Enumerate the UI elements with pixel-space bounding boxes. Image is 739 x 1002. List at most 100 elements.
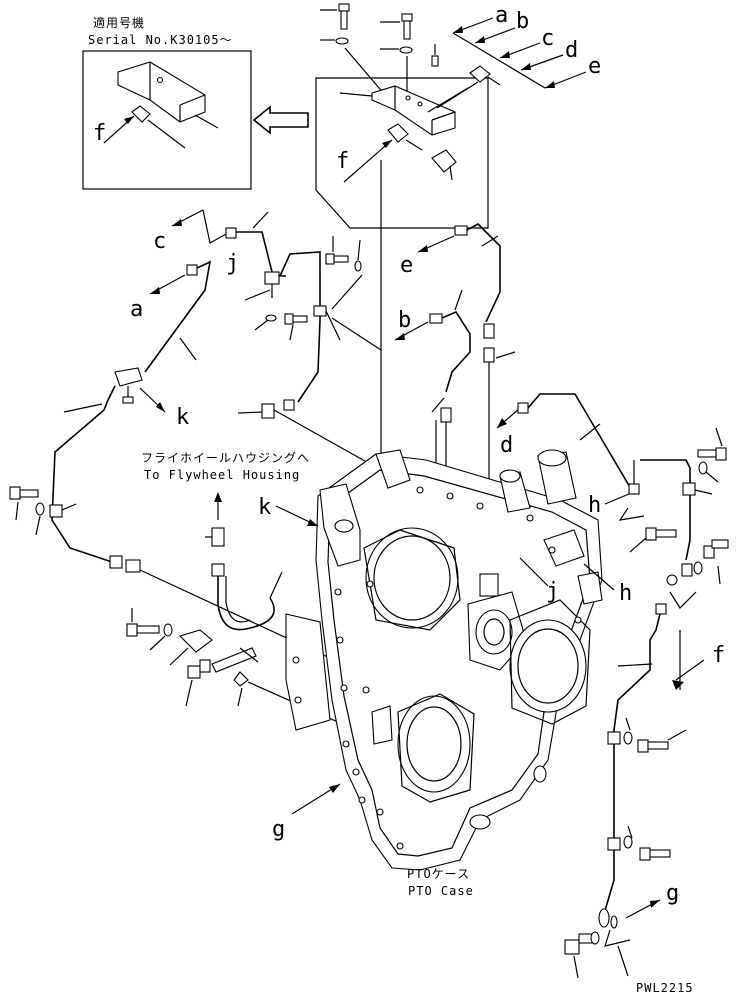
- pin-lower-left: [233, 671, 249, 707]
- pipe-e: [466, 223, 501, 323]
- callout-d-top: d: [565, 38, 578, 63]
- pipe-j: [279, 251, 321, 403]
- callout-e-top: e: [588, 54, 601, 79]
- fitting-e2: [483, 323, 495, 380]
- pipe-fitting-c: [225, 227, 237, 239]
- washer-top-1: [320, 37, 349, 45]
- bolt-top-1: [320, 3, 350, 30]
- callout-k-body: k: [258, 495, 271, 520]
- arrow-b-top: [475, 36, 485, 43]
- pipe-c: [236, 231, 286, 277]
- bolt-right-4: [627, 825, 671, 861]
- arrow-e-mid: [418, 245, 428, 252]
- fitting-f-right: [655, 603, 667, 615]
- arrow-k-left: [156, 402, 165, 412]
- tee-fitting-j: [264, 271, 280, 298]
- inset-fitting: [131, 105, 186, 149]
- bolt-far-left: [9, 486, 39, 521]
- detail-box: [315, 77, 489, 229]
- pipe-k-left: [51, 385, 116, 563]
- pipe-b: [441, 310, 471, 393]
- callout-g-right: g: [666, 881, 679, 906]
- callout-h-body: h: [619, 581, 632, 606]
- flywheel-label-en: To Flywheel Housing: [144, 468, 300, 482]
- inset-label-jp: 適用号機: [93, 15, 145, 30]
- inset-label-en: Serial No.K30105～: [88, 33, 233, 47]
- bolt-left-j: [325, 236, 349, 265]
- callout-c-top: c: [541, 26, 554, 51]
- callout-k-left: k: [176, 405, 189, 430]
- callout-b-top: b: [516, 9, 529, 34]
- washer-far-left: [35, 502, 45, 536]
- inset-bracket: [117, 61, 219, 129]
- callout-f-detail: f: [336, 149, 349, 174]
- pipe-h-right: [640, 459, 691, 561]
- block-lower-left: [169, 629, 213, 666]
- bolt-left-2: [284, 313, 308, 341]
- clamp-left: [313, 305, 341, 341]
- fitting-detail-f: [387, 123, 423, 151]
- pipe-fitting-a: [186, 264, 198, 276]
- callout-b-mid: b: [398, 308, 411, 333]
- arrow-b-mid: [395, 333, 405, 340]
- arrow-g-right: [650, 900, 660, 908]
- detail-bracket: [339, 85, 456, 136]
- arrow-a-left: [150, 287, 160, 294]
- bolt-lower-left: [126, 608, 160, 637]
- callout-j-body: j: [546, 579, 559, 604]
- pipe-a: [144, 260, 212, 373]
- bolt-bottom-right: [564, 931, 600, 979]
- flywheel-fitting: [205, 527, 225, 547]
- arrow-e-top: [545, 81, 555, 88]
- clamp-right-h: [682, 482, 713, 496]
- arrow-c-left: [172, 219, 182, 226]
- arrow-c-top: [500, 51, 510, 58]
- drawing-code: PWL2215: [636, 981, 694, 995]
- fitting-e: [454, 225, 468, 236]
- clamp-right-1: [607, 731, 633, 745]
- fitting-b2: [440, 407, 452, 432]
- callout-d-mid: d: [500, 433, 513, 458]
- callout-c-left: c: [153, 229, 166, 254]
- arrow-d-top: [521, 63, 531, 70]
- washer-right-top: [698, 461, 719, 483]
- arrow-flywheel: [214, 492, 222, 502]
- fitting-b: [429, 313, 443, 324]
- bolt-right-2: [703, 539, 729, 559]
- callout-f-inset: f: [93, 121, 106, 146]
- fitting-h: [628, 460, 640, 495]
- arrow-d-mid: [497, 418, 507, 428]
- washer-left-j: [354, 239, 362, 272]
- callout-a-top: a: [495, 3, 508, 28]
- callout-g-left: g: [272, 817, 285, 842]
- banjo-fitting: [598, 908, 618, 929]
- bolt-right-top: [697, 427, 727, 461]
- clamp-far-left: [49, 503, 77, 518]
- bolt-right-h: [629, 527, 677, 553]
- nut-right: [666, 561, 703, 586]
- arrow-k-body: [307, 519, 318, 526]
- arrow-f-right: [672, 680, 684, 690]
- pipe-f-right: [603, 613, 661, 915]
- callout-j-left: j: [226, 251, 239, 276]
- callout-f-right: f: [712, 643, 725, 668]
- elbow-fitting-k: [261, 399, 295, 419]
- washer-top-2: [380, 46, 413, 54]
- fitting-top: [431, 44, 439, 67]
- clamp-right-2: [607, 835, 633, 851]
- pto-case-body: [285, 449, 603, 871]
- pto-label-en: PTO Case: [408, 884, 474, 898]
- nut-left-pipe: [109, 555, 141, 573]
- bolt-top-2: [380, 13, 413, 40]
- pipe-d: [527, 393, 635, 495]
- callout-a-left: a: [130, 297, 143, 322]
- arrow-a-top: [453, 26, 463, 33]
- tee-block-left: [114, 367, 143, 404]
- pto-label-jp: PTOケース: [407, 867, 470, 881]
- arrow-f-detail: [382, 140, 392, 148]
- bolt-right-3: [625, 717, 687, 753]
- inset-pointer-arrow: [252, 105, 309, 135]
- arrow-g-left: [329, 784, 340, 793]
